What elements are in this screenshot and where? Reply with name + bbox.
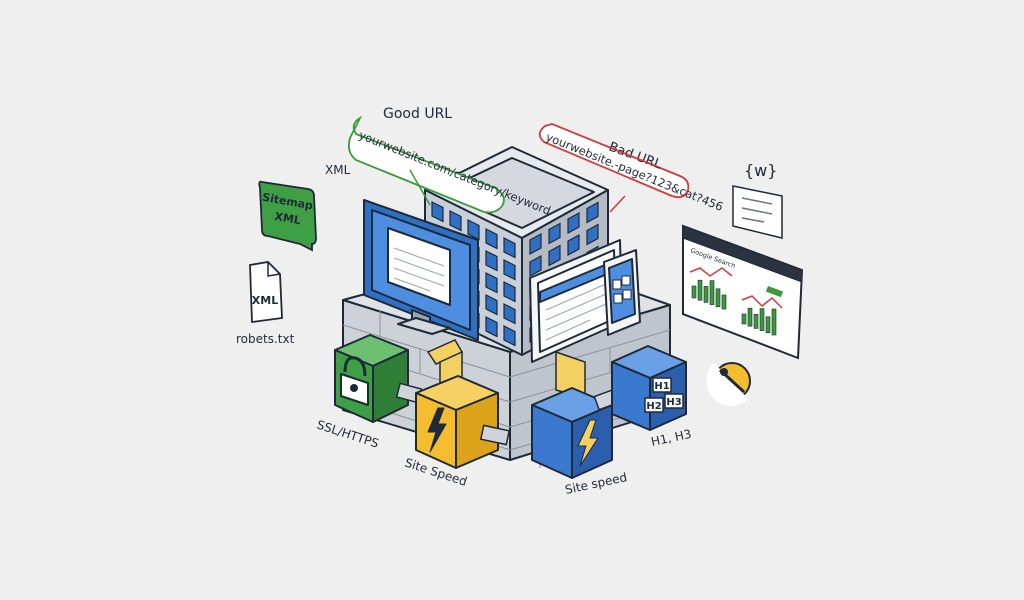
console-bar-chart-right: [741, 307, 777, 336]
building-window: [431, 201, 444, 223]
console-bar: [703, 286, 709, 303]
tablet-device: [529, 239, 623, 363]
padlock-icon: [350, 384, 358, 392]
building-window: [503, 303, 516, 325]
h1-label: H1: [654, 381, 669, 392]
building-window: [503, 259, 516, 281]
building-window: [485, 294, 498, 316]
code-braces-icon: {w}: [744, 161, 777, 180]
building-window: [529, 254, 542, 278]
h2-label: H2: [646, 401, 661, 412]
building-window: [485, 272, 498, 294]
sitemap-badge: Sitemap XML: [258, 180, 317, 252]
sitemap-line2: XML: [273, 210, 301, 227]
console-bar: [721, 294, 727, 310]
building-window: [503, 325, 516, 347]
building-window: [586, 201, 599, 224]
headings-cube: H1 H2 H3: [611, 345, 687, 431]
building-window: [567, 211, 580, 235]
desktop-monitor: [363, 199, 479, 341]
building-window: [449, 210, 462, 232]
cursor-pointer-icon: [706, 362, 751, 406]
good-url-title: Good URL: [383, 106, 452, 122]
xml-file-label: XML: [252, 294, 278, 307]
console-bar: [741, 313, 747, 325]
console-bar: [709, 280, 715, 305]
ssl-label: SSL/HTTPS: [315, 418, 380, 451]
building-window: [503, 237, 516, 259]
building-window: [485, 250, 498, 272]
phone-device: [603, 249, 641, 336]
xml-file-icon: XML: [249, 261, 283, 324]
xml-top-label: XML: [325, 163, 351, 177]
building-window: [485, 228, 498, 250]
search-console-window: Google Search: [682, 224, 804, 360]
console-bar-chart-left: [691, 279, 727, 310]
console-bar: [691, 285, 697, 299]
building-window: [548, 222, 561, 245]
lightning-icon: [577, 419, 599, 467]
console-bar: [753, 314, 759, 329]
console-bar: [747, 307, 753, 327]
ssl-cube: [334, 334, 409, 423]
console-bar: [697, 279, 703, 301]
site-speed-cube-yellow: [415, 375, 499, 469]
building-window: [586, 223, 599, 246]
console-bar: [771, 308, 777, 336]
building-window: [548, 244, 561, 267]
code-card: [732, 185, 783, 239]
console-bar: [765, 316, 771, 334]
headings-label: H1, H3: [650, 427, 693, 449]
building-window: [567, 233, 580, 257]
robots-label: robets.txt: [236, 332, 295, 346]
h3-label: H3: [666, 397, 681, 408]
console-bar: [715, 288, 721, 308]
site-speed-cube-blue: [531, 387, 613, 479]
lightning-icon: [427, 407, 447, 453]
building-window: [503, 281, 516, 303]
building-window: [467, 219, 480, 241]
building-window: [485, 316, 498, 338]
console-bar: [759, 308, 765, 331]
building-window: [529, 232, 542, 256]
